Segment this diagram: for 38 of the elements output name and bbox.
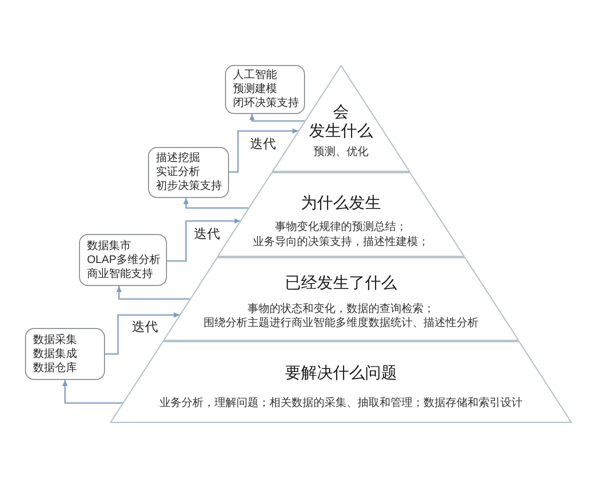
layer-text: 围绕分析主题进行商业智能多维度数据统计、描述性分析 (203, 316, 478, 330)
box-text: 数据集成 (33, 346, 77, 361)
edge-label: 迭代 (193, 226, 221, 242)
connector-arrow (167, 218, 240, 262)
box-text: 商业智能支持 (87, 266, 153, 281)
box-text: 闭环决策支持 (233, 96, 299, 110)
layer-title: 为什么发生 (300, 194, 381, 212)
connector-arrow (105, 312, 180, 355)
rounded-box (225, 65, 305, 114)
pyramid-layer (162, 257, 520, 341)
box-text: 描述挖掘 (156, 151, 200, 166)
box-text: OLAP多维分析 (87, 252, 160, 267)
rounded-box (25, 328, 105, 380)
layer-text: 事物变化规律的预测总结； (274, 220, 407, 234)
layer-title: 会发生什么 (308, 102, 374, 140)
layer-title: 要解决什么问题 (285, 364, 397, 382)
rounded-box (79, 234, 167, 286)
connector-arrow (229, 128, 298, 173)
edge-label: 迭代 (249, 136, 277, 152)
layer-text: 业务分析，理解问题；相关数据的采集、抽取和管理；数据存储和索引设计 (160, 396, 522, 410)
box-text: 初步决策支持 (156, 179, 222, 194)
layer-title: 已经发生了什么 (284, 274, 397, 292)
connector-arrow (62, 380, 123, 404)
layer-text: 预测、优化 (313, 145, 368, 159)
connector-arrow (116, 286, 190, 300)
edge-label: 迭代 (131, 319, 159, 335)
box-text: 实证分析 (156, 165, 200, 180)
layer-text: 事物的状态和变化，数据的查询检索； (247, 302, 434, 316)
pyramid-layer (110, 341, 572, 423)
box-text: 数据采集 (33, 332, 77, 347)
rounded-box (148, 147, 229, 198)
box-text: 数据集市 (87, 238, 131, 253)
box-text: 数据仓库 (33, 360, 77, 375)
connector-arrow (183, 198, 249, 209)
connector-arrow (249, 114, 305, 122)
layer-text: 业务导向的决策支持，描述性建模； (252, 235, 429, 249)
box-text: 预测建模 (233, 82, 277, 96)
box-text: 人工智能 (233, 68, 277, 82)
